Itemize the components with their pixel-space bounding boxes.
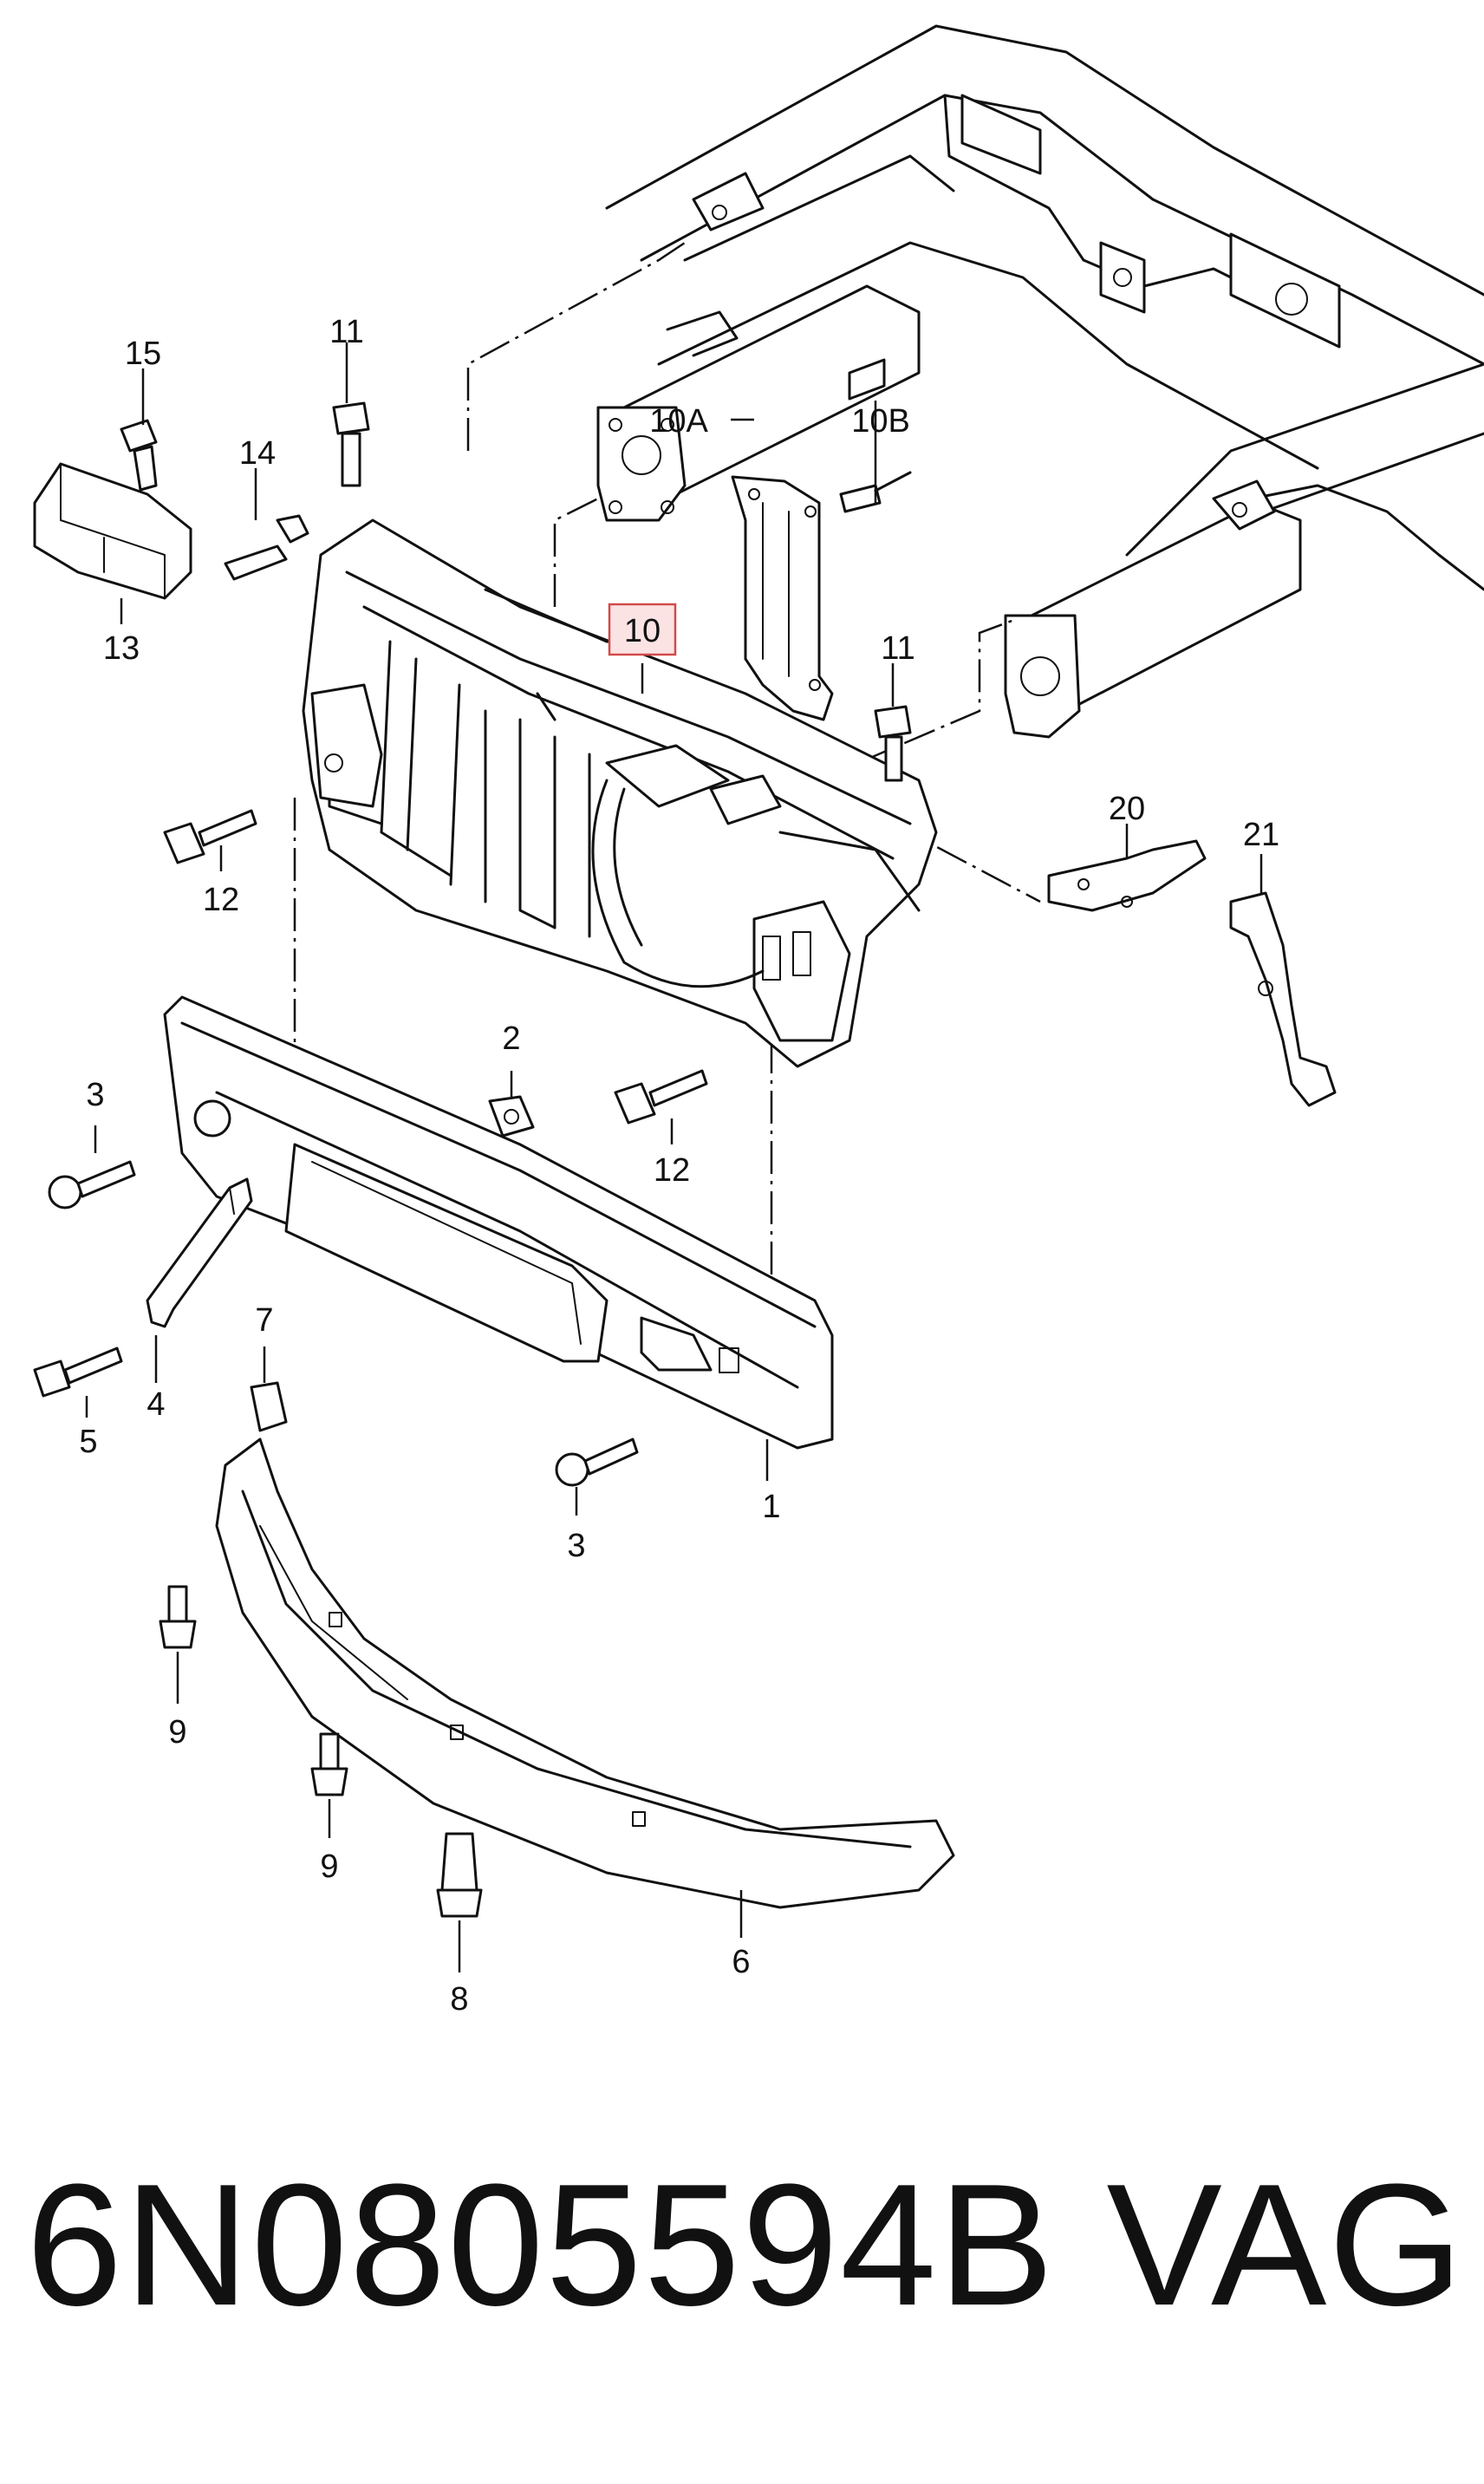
bolt-14 bbox=[224, 514, 309, 581]
bracket-20 bbox=[1047, 839, 1207, 912]
screw-3-left bbox=[48, 1160, 136, 1209]
lock-carrier-frame bbox=[302, 518, 938, 1068]
callout-11-top: 11 bbox=[329, 314, 363, 350]
highlight-box bbox=[608, 603, 677, 656]
front-spoiler bbox=[215, 1438, 955, 1909]
clip-8 bbox=[436, 1832, 483, 1918]
brand-label: VAG bbox=[1106, 2148, 1465, 2342]
callout-21: 21 bbox=[1243, 817, 1279, 853]
clip-7 bbox=[250, 1381, 288, 1432]
clip-2 bbox=[488, 1095, 535, 1138]
callout-11-right: 11 bbox=[881, 630, 914, 667]
callout-2: 2 bbox=[502, 1020, 520, 1057]
bracket-10a bbox=[731, 475, 834, 721]
bolt-11-top bbox=[332, 401, 370, 487]
screw-3-bottom bbox=[555, 1438, 639, 1487]
bolt-12-right bbox=[614, 1069, 708, 1125]
callout-3-bottom: 3 bbox=[567, 1528, 585, 1564]
callout-13: 13 bbox=[103, 630, 140, 667]
bolt-15 bbox=[120, 419, 158, 492]
callout-12-right: 12 bbox=[654, 1152, 690, 1189]
clip-10b bbox=[839, 471, 912, 513]
callout-4: 4 bbox=[146, 1386, 165, 1423]
callout-9-upper: 9 bbox=[168, 1714, 186, 1751]
callout-labels: 1 2 3 3 4 5 6 7 8 9 9 10 10A 10B 11 11 1… bbox=[79, 314, 1279, 2018]
callout-12-left: 12 bbox=[203, 882, 239, 918]
bolt-12-left bbox=[163, 809, 257, 864]
callout-3-left: 3 bbox=[86, 1077, 104, 1113]
bumper-reinforcement bbox=[163, 995, 834, 1450]
bracket-4 bbox=[146, 1177, 253, 1328]
part-footer: 6N0805594B VAG bbox=[26, 2146, 1465, 2345]
callout-9-lower: 9 bbox=[320, 1848, 338, 1885]
callout-7: 7 bbox=[255, 1302, 273, 1339]
callout-1: 1 bbox=[762, 1489, 780, 1525]
leader-lines bbox=[85, 342, 1263, 1972]
bracket-13-group bbox=[33, 462, 192, 600]
callout-5: 5 bbox=[79, 1424, 97, 1460]
vehicle-body-outline bbox=[596, 24, 1484, 739]
part-number: 6N0805594B bbox=[26, 2148, 1056, 2342]
callout-10b: 10B bbox=[851, 403, 910, 440]
screw-9-upper bbox=[159, 1585, 197, 1649]
callout-10: 10 bbox=[624, 613, 661, 649]
bolt-11-right bbox=[874, 705, 912, 782]
callout-15: 15 bbox=[125, 336, 161, 372]
callout-8: 8 bbox=[450, 1981, 468, 2018]
bracket-21 bbox=[1229, 891, 1337, 1107]
callout-10a: 10A bbox=[649, 403, 708, 440]
screw-9-lower bbox=[310, 1732, 348, 1796]
callout-14: 14 bbox=[239, 435, 276, 472]
callout-20: 20 bbox=[1109, 791, 1145, 827]
callout-6: 6 bbox=[732, 1944, 750, 1980]
bolt-5 bbox=[33, 1346, 123, 1398]
